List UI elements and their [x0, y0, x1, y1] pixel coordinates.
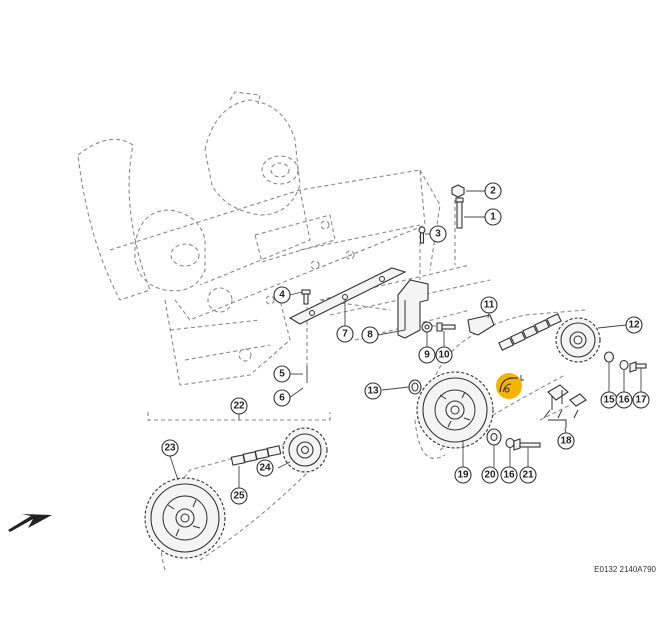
callout-22[interactable]: 22: [230, 397, 248, 415]
callout-15[interactable]: 15: [600, 391, 618, 409]
svg-text:20: 20: [484, 470, 496, 481]
callout-16a[interactable]: 16: [615, 391, 633, 409]
svg-text:9: 9: [424, 350, 430, 361]
svg-text:23: 23: [164, 443, 176, 454]
reference-code: E0132 2140A790: [594, 565, 656, 574]
svg-text:16: 16: [618, 395, 630, 406]
callout-13[interactable]: 13: [364, 382, 382, 400]
callout-21[interactable]: 21: [519, 466, 537, 484]
leader-lines: [169, 190, 642, 488]
callout-9[interactable]: 9: [418, 346, 436, 364]
svg-text:18: 18: [560, 436, 572, 447]
callout-18[interactable]: 18: [557, 432, 575, 450]
callout-7[interactable]: 7: [336, 325, 354, 343]
callout-16b[interactable]: 16: [500, 466, 518, 484]
callout-11[interactable]: 11: [480, 296, 498, 314]
callout-4[interactable]: 4: [273, 286, 291, 304]
svg-text:21: 21: [522, 470, 534, 481]
chain-link-set: [543, 384, 587, 428]
lower-chain: [230, 445, 282, 466]
sprocket-small-right: [555, 317, 601, 363]
svg-text:1: 1: [490, 212, 496, 223]
callout-20[interactable]: 20: [481, 466, 499, 484]
callout-1[interactable]: 1: [484, 208, 502, 226]
svg-text:2: 2: [490, 186, 496, 197]
callout-12[interactable]: 12: [625, 316, 643, 334]
svg-text:11: 11: [484, 300, 495, 311]
sprocket-large-lower: [144, 477, 226, 559]
callout-6[interactable]: 6: [273, 389, 291, 407]
svg-text:5: 5: [279, 369, 285, 380]
upper-chain: [498, 313, 562, 351]
svg-text:6: 6: [279, 393, 285, 404]
svg-text:12: 12: [628, 320, 640, 331]
callouts: 1 2 3 4 5 6 7 8 9 10 11 12 13 15 16 17 1…: [161, 182, 650, 505]
callout-8[interactable]: 8: [361, 326, 379, 344]
svg-text:7: 7: [342, 329, 348, 340]
sprocket-large-right: [416, 371, 494, 449]
callout-24[interactable]: 24: [256, 459, 274, 477]
callout-2[interactable]: 2: [484, 182, 502, 200]
callout-23[interactable]: 23: [161, 439, 179, 457]
svg-text:22: 22: [233, 401, 245, 412]
callout-25[interactable]: 25: [230, 487, 248, 505]
callout-5[interactable]: 5: [273, 365, 291, 383]
sprocket-small-lower: [282, 427, 328, 473]
svg-text:13: 13: [367, 386, 379, 397]
svg-text:3: 3: [435, 229, 441, 240]
callout-3[interactable]: 3: [429, 225, 447, 243]
svg-text:25: 25: [233, 491, 245, 502]
svg-text:4: 4: [279, 290, 285, 301]
svg-text:8: 8: [367, 330, 373, 341]
svg-text:16: 16: [503, 470, 515, 481]
callout-19[interactable]: 19: [454, 466, 472, 484]
svg-text:10: 10: [438, 350, 450, 361]
callout-17[interactable]: 17: [632, 391, 650, 409]
arrow-down-left-icon: [8, 514, 52, 532]
callout-10[interactable]: 10: [435, 346, 453, 364]
parts: [144, 184, 647, 559]
chain-guard-icon[interactable]: [496, 373, 524, 399]
svg-text:17: 17: [635, 395, 647, 406]
svg-text:15: 15: [603, 395, 615, 406]
svg-text:24: 24: [259, 463, 271, 474]
svg-text:19: 19: [457, 470, 469, 481]
